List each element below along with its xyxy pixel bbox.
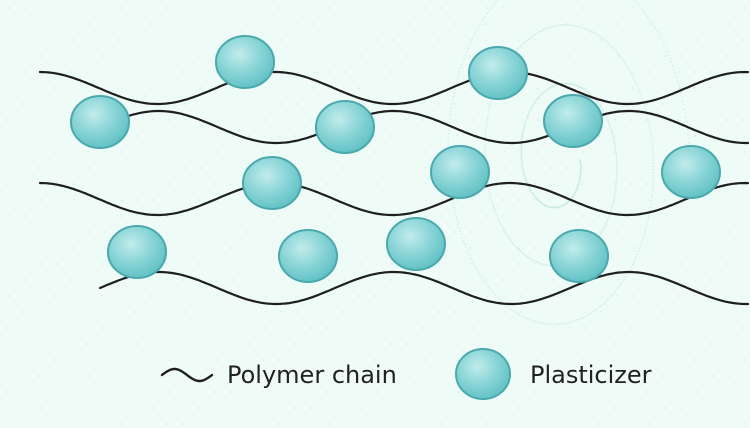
polymer-chain-4 [98, 270, 750, 306]
plasticizer-molecule [107, 225, 167, 279]
legend-label-plasticizer: Plasticizer [530, 361, 652, 389]
plasticizer-molecule [278, 229, 338, 283]
legend-icons [160, 348, 511, 400]
plasticizer-molecule [468, 46, 528, 100]
polymer-chains [38, 70, 750, 306]
plasticizer-molecule [543, 94, 603, 148]
polymer-chain-3 [38, 181, 750, 217]
plasticizer-molecule [215, 35, 275, 89]
plasticizer-molecule [430, 145, 490, 199]
legend-label-polymer-chain: Polymer chain [227, 361, 397, 389]
plasticizer-molecule [549, 229, 609, 283]
plasticizer-molecule [386, 217, 446, 271]
polymer-chain-1 [38, 70, 750, 106]
plasticizer-molecule [661, 145, 721, 199]
polymer-chain-2 [98, 109, 750, 145]
plasticizer-molecule [242, 156, 302, 210]
plasticizer-molecule [315, 100, 375, 154]
legend-circle-icon [455, 348, 511, 400]
plasticizer-molecules [70, 35, 721, 283]
plasticizer-molecule [70, 95, 130, 149]
legend-wave-icon [160, 367, 214, 383]
